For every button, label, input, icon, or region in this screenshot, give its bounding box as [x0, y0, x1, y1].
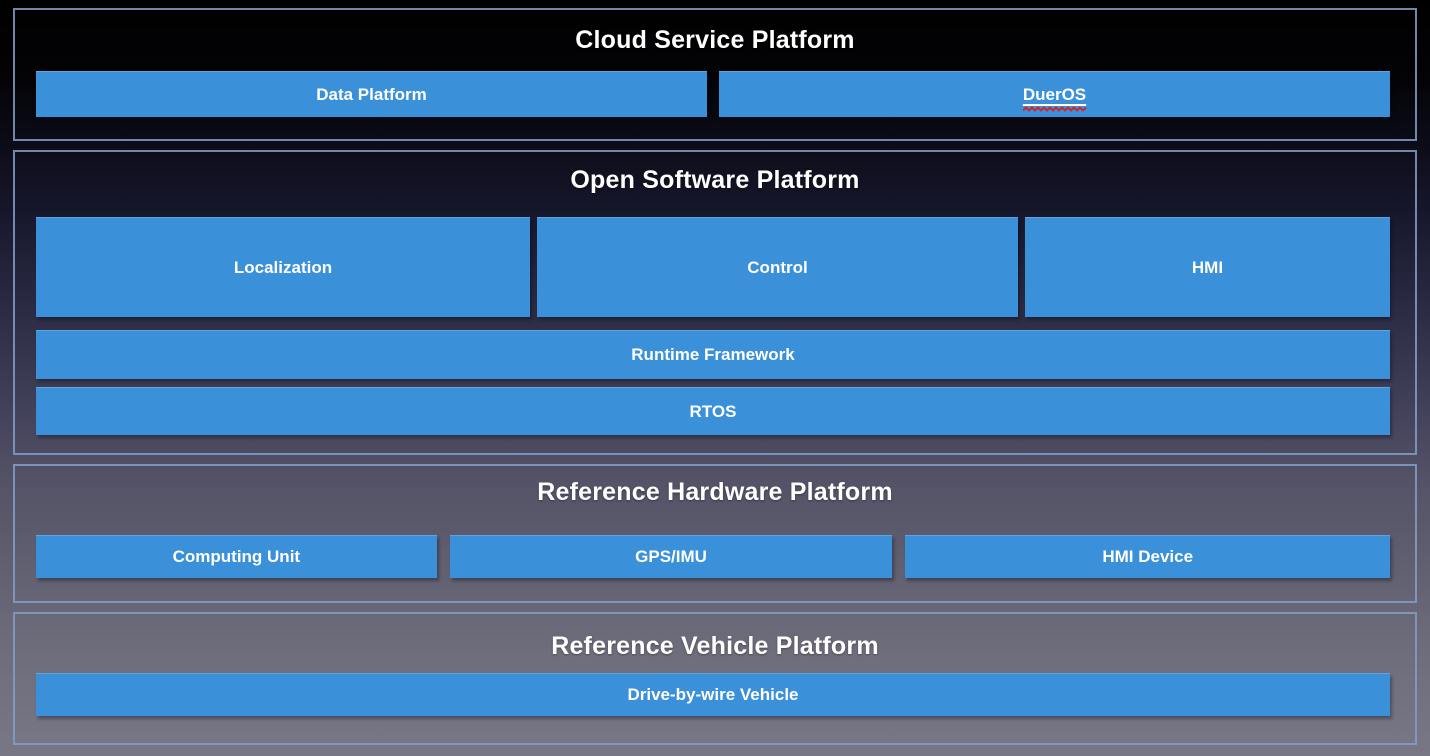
- box-computing-unit: Computing Unit: [36, 535, 437, 578]
- software-section-title: Open Software Platform: [570, 166, 860, 194]
- box-dueros: DuerOS: [719, 71, 1390, 117]
- box-hmi-label: HMI: [1191, 257, 1224, 277]
- section-reference-vehicle-platform: Reference Vehicle Platform Drive-by-wire…: [13, 612, 1417, 745]
- box-hmi-device: HMI Device: [905, 535, 1391, 578]
- box-hmi: HMI: [1025, 217, 1390, 317]
- box-gps-imu: GPS/IMU: [449, 535, 893, 578]
- box-rtos: RTOS: [36, 387, 1390, 435]
- box-control-label: Control: [747, 257, 808, 277]
- box-data-platform: Data Platform: [36, 71, 707, 117]
- box-drive-by-wire-vehicle-label: Drive-by-wire Vehicle: [627, 685, 799, 704]
- software-modules-row: Localization Control HMI: [36, 217, 1390, 317]
- runtime-framework-row: Runtime Framework: [36, 330, 1390, 379]
- section-open-software-platform: Open Software Platform Localization Cont…: [13, 150, 1417, 455]
- box-runtime-framework-label: Runtime Framework: [631, 345, 795, 364]
- section-reference-hardware-platform: Reference Hardware Platform Computing Un…: [13, 464, 1417, 603]
- box-data-platform-label: Data Platform: [316, 84, 427, 104]
- vehicle-section-title: Reference Vehicle Platform: [551, 632, 879, 660]
- box-rtos-label: RTOS: [689, 401, 737, 421]
- cloud-section-title: Cloud Service Platform: [575, 26, 855, 54]
- box-localization-label: Localization: [233, 257, 333, 277]
- box-control: Control: [537, 217, 1018, 317]
- cloud-boxes-row: Data Platform DuerOS: [36, 71, 1390, 117]
- box-hmi-device-label: HMI Device: [1102, 547, 1194, 566]
- spellcheck-wave-underline-icon: [1022, 106, 1087, 112]
- box-gps-imu-label: GPS/IMU: [635, 547, 707, 566]
- vehicle-boxes-row: Drive-by-wire Vehicle: [36, 673, 1390, 716]
- box-localization: Localization: [36, 217, 530, 317]
- rtos-row: RTOS: [36, 387, 1390, 435]
- box-runtime-framework: Runtime Framework: [36, 330, 1390, 379]
- box-dueros-label: DuerOS: [1022, 84, 1087, 104]
- hardware-boxes-row: Computing Unit GPS/IMU HMI Device: [36, 535, 1391, 578]
- hardware-section-title: Reference Hardware Platform: [537, 478, 893, 506]
- section-cloud-service-platform: Cloud Service Platform Data Platform Due…: [13, 8, 1417, 141]
- box-drive-by-wire-vehicle: Drive-by-wire Vehicle: [36, 673, 1390, 716]
- box-computing-unit-label: Computing Unit: [172, 547, 301, 566]
